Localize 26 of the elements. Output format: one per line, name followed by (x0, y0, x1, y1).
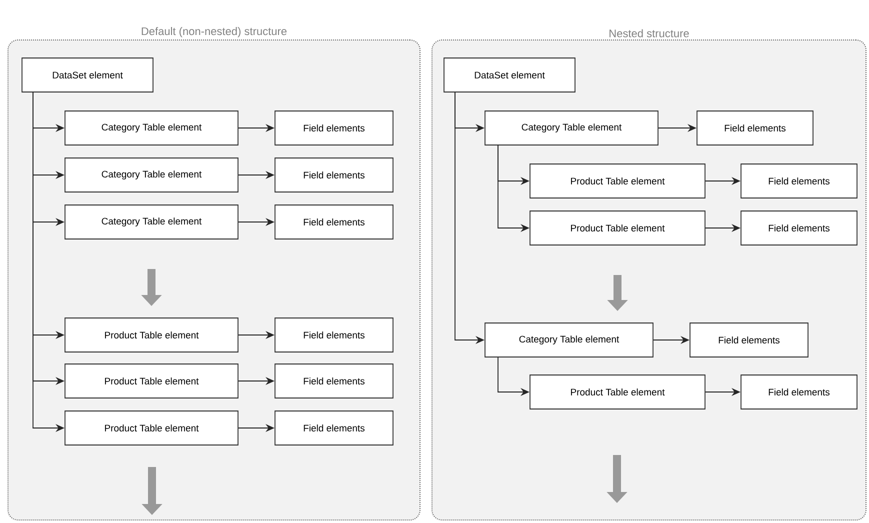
element-box: Field elements (690, 322, 808, 358)
node-label: Default (non-nested) structure (142, 27, 287, 38)
element-box: Field elements (274, 410, 394, 446)
element-box: Product Table element (64, 364, 238, 398)
element-box: Product Table element (64, 318, 238, 352)
element-box: Field elements (740, 210, 858, 246)
element-box: Product Table element (530, 374, 706, 410)
element-box: Category Table element (484, 322, 654, 358)
element-box: DataSet element (22, 58, 154, 92)
element-box: Field elements (274, 158, 394, 192)
element-box: Field elements (740, 164, 858, 198)
element-box: Category Table element (64, 110, 238, 146)
element-box: Field elements (274, 364, 394, 398)
element-box: Category Table element (484, 110, 658, 146)
element-box: Product Table element (530, 164, 706, 198)
element-box: Field elements (274, 204, 394, 240)
element-box: Field elements (274, 318, 394, 352)
element-box: Field elements (696, 110, 814, 146)
element-box: Category Table element (64, 158, 238, 192)
node-label: Nested structure (610, 29, 689, 38)
element-box: Field elements (740, 374, 858, 410)
element-box: Category Table element (64, 204, 238, 240)
element-box: DataSet element (444, 58, 576, 92)
element-box: Product Table element (530, 210, 706, 246)
element-box: Field elements (274, 110, 394, 146)
element-box: Product Table element (64, 410, 238, 446)
